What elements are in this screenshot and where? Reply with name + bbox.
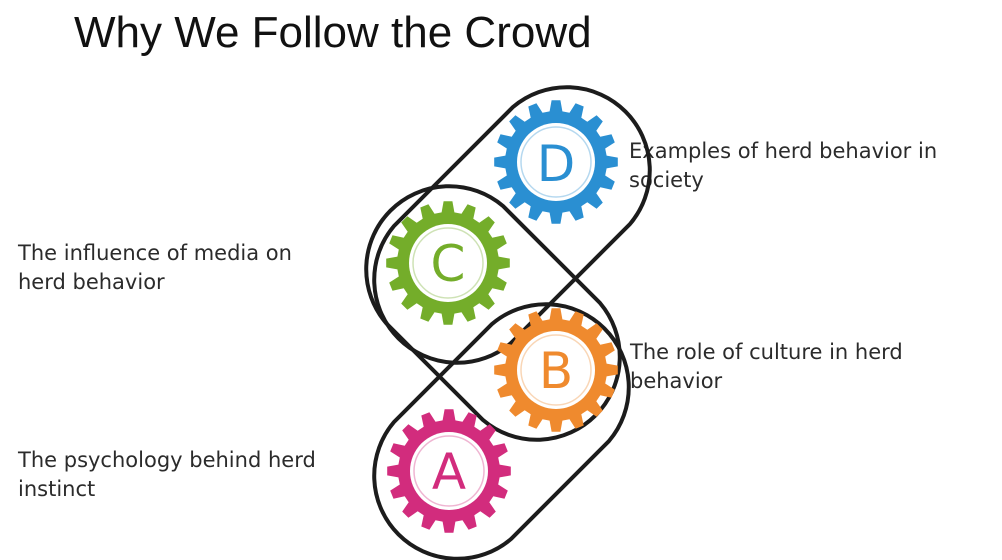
page-title: Why We Follow the Crowd bbox=[74, 8, 592, 57]
gear-d-hub bbox=[517, 123, 595, 201]
gear-b-hub bbox=[517, 331, 595, 409]
connector-c-d bbox=[372, 85, 652, 365]
gear-c-inner-ring bbox=[412, 227, 484, 299]
gear-c-hub bbox=[409, 224, 487, 302]
gear-b bbox=[494, 308, 618, 432]
gear-a-inner-ring bbox=[413, 435, 485, 507]
gear-b-letter: B bbox=[539, 342, 573, 400]
gear-c bbox=[386, 201, 510, 325]
gear-d bbox=[494, 100, 618, 224]
step-b-label: The role of culture in herd behavior bbox=[630, 340, 903, 393]
gear-a-hub bbox=[410, 432, 488, 510]
gear-d-letter: D bbox=[537, 135, 576, 193]
gear-d-inner-ring bbox=[520, 126, 592, 198]
step-c-label: The influence of media on herd behavior bbox=[18, 241, 292, 294]
gear-c-letter: C bbox=[431, 235, 466, 293]
connector-a-b bbox=[372, 302, 631, 560]
gear-b-inner-ring bbox=[520, 334, 592, 406]
connector-b-c bbox=[364, 184, 622, 442]
step-a-label: The psychology behind herd instinct bbox=[18, 448, 316, 501]
step-d-label: Examples of herd behavior in society bbox=[629, 139, 938, 192]
gear-a bbox=[387, 409, 511, 533]
gear-a-letter: A bbox=[432, 443, 466, 501]
